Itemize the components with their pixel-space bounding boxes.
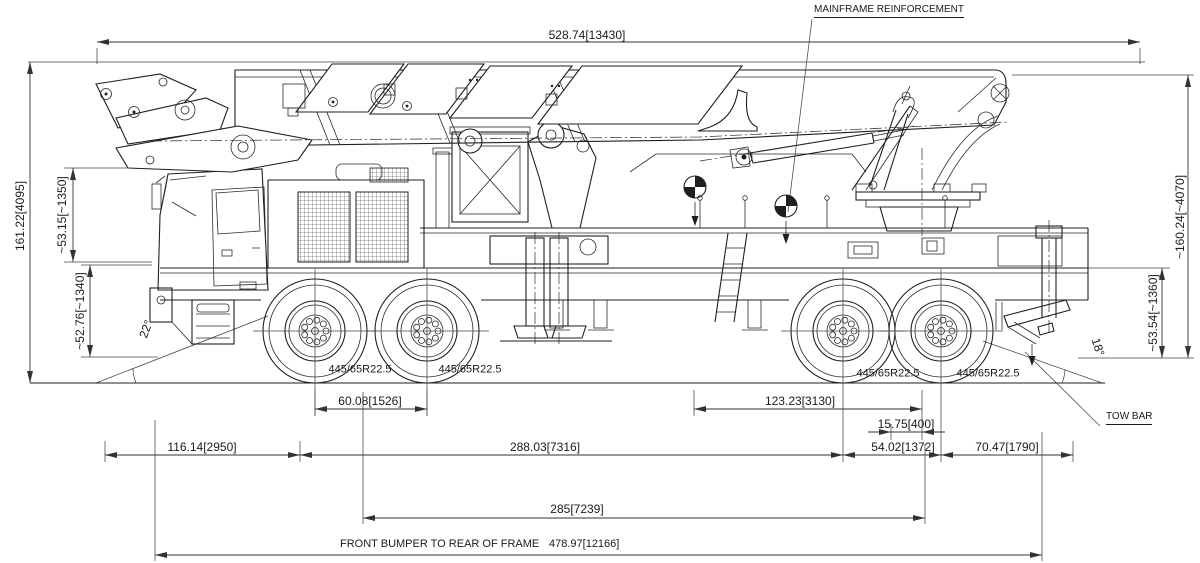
dimension-lines <box>27 18 1194 561</box>
approach-angle-line <box>95 315 269 384</box>
dim-overall-length: 528.74[13430] <box>548 28 626 42</box>
front-bumper <box>149 287 235 345</box>
dim-subframe-length: 285[7239] <box>550 502 604 516</box>
rear-equipment <box>847 220 1071 366</box>
wheels <box>253 269 1003 462</box>
ladder <box>714 232 748 323</box>
center-of-gravity-symbols <box>683 175 798 244</box>
mainframe-reinforcement-label: MAINFRAME REINFORCEMENT <box>814 5 964 18</box>
dim-front-axle-spacing: 60.08[1526] <box>338 394 402 408</box>
dim-rear-axle-spacing: 54.02[1372] <box>871 440 935 454</box>
dim-overall-height-right: ~160.24[~4070] <box>1173 174 1187 260</box>
dim-turret-offset: 15.75[400] <box>877 417 935 431</box>
turret <box>851 77 1001 236</box>
tow-bar-label: TOW BAR <box>1106 412 1153 425</box>
dim-lower-height-left: ~52.76[~1340] <box>73 272 87 350</box>
luffing-cylinder <box>697 89 916 169</box>
tire-size-label-1: 445/65R22.5 <box>328 363 392 376</box>
departure-angle-arc <box>1061 369 1066 384</box>
dim-upper-height-left: ~53.15[~1350] <box>55 176 69 254</box>
front-bumper-note: FRONT BUMPER TO REAR OF FRAME <box>340 538 540 550</box>
dim-overall-height-left: 161.22[4095] <box>13 180 27 252</box>
dim-wheelbase: 288.03[7316] <box>509 440 581 454</box>
dim-rear-overhang: 70.47[1790] <box>975 440 1039 454</box>
truck-drawing <box>30 63 1105 462</box>
tire-size-label-3: 445/65R22.5 <box>856 367 920 380</box>
cab <box>151 168 269 291</box>
mainframe-leader-line <box>787 18 813 213</box>
towbar-leader-line <box>1024 351 1101 427</box>
departure-angle-line <box>982 340 1103 384</box>
dim-rear-height-right: ~53.54[~1360] <box>1146 274 1160 352</box>
front-bumper-value: 478.97[12166] <box>549 538 620 550</box>
tire-size-label-4: 445/65R22.5 <box>956 367 1020 380</box>
approach-angle-arc <box>132 367 137 384</box>
tire-size-label-2: 445/65R22.5 <box>438 363 502 376</box>
engine-body <box>267 147 453 268</box>
dim-axle-to-turret: 123.23[3130] <box>764 394 836 408</box>
boom <box>95 63 1010 173</box>
dim-front-overhang: 116.14[2950] <box>167 440 237 454</box>
front-outriggers <box>489 232 612 344</box>
